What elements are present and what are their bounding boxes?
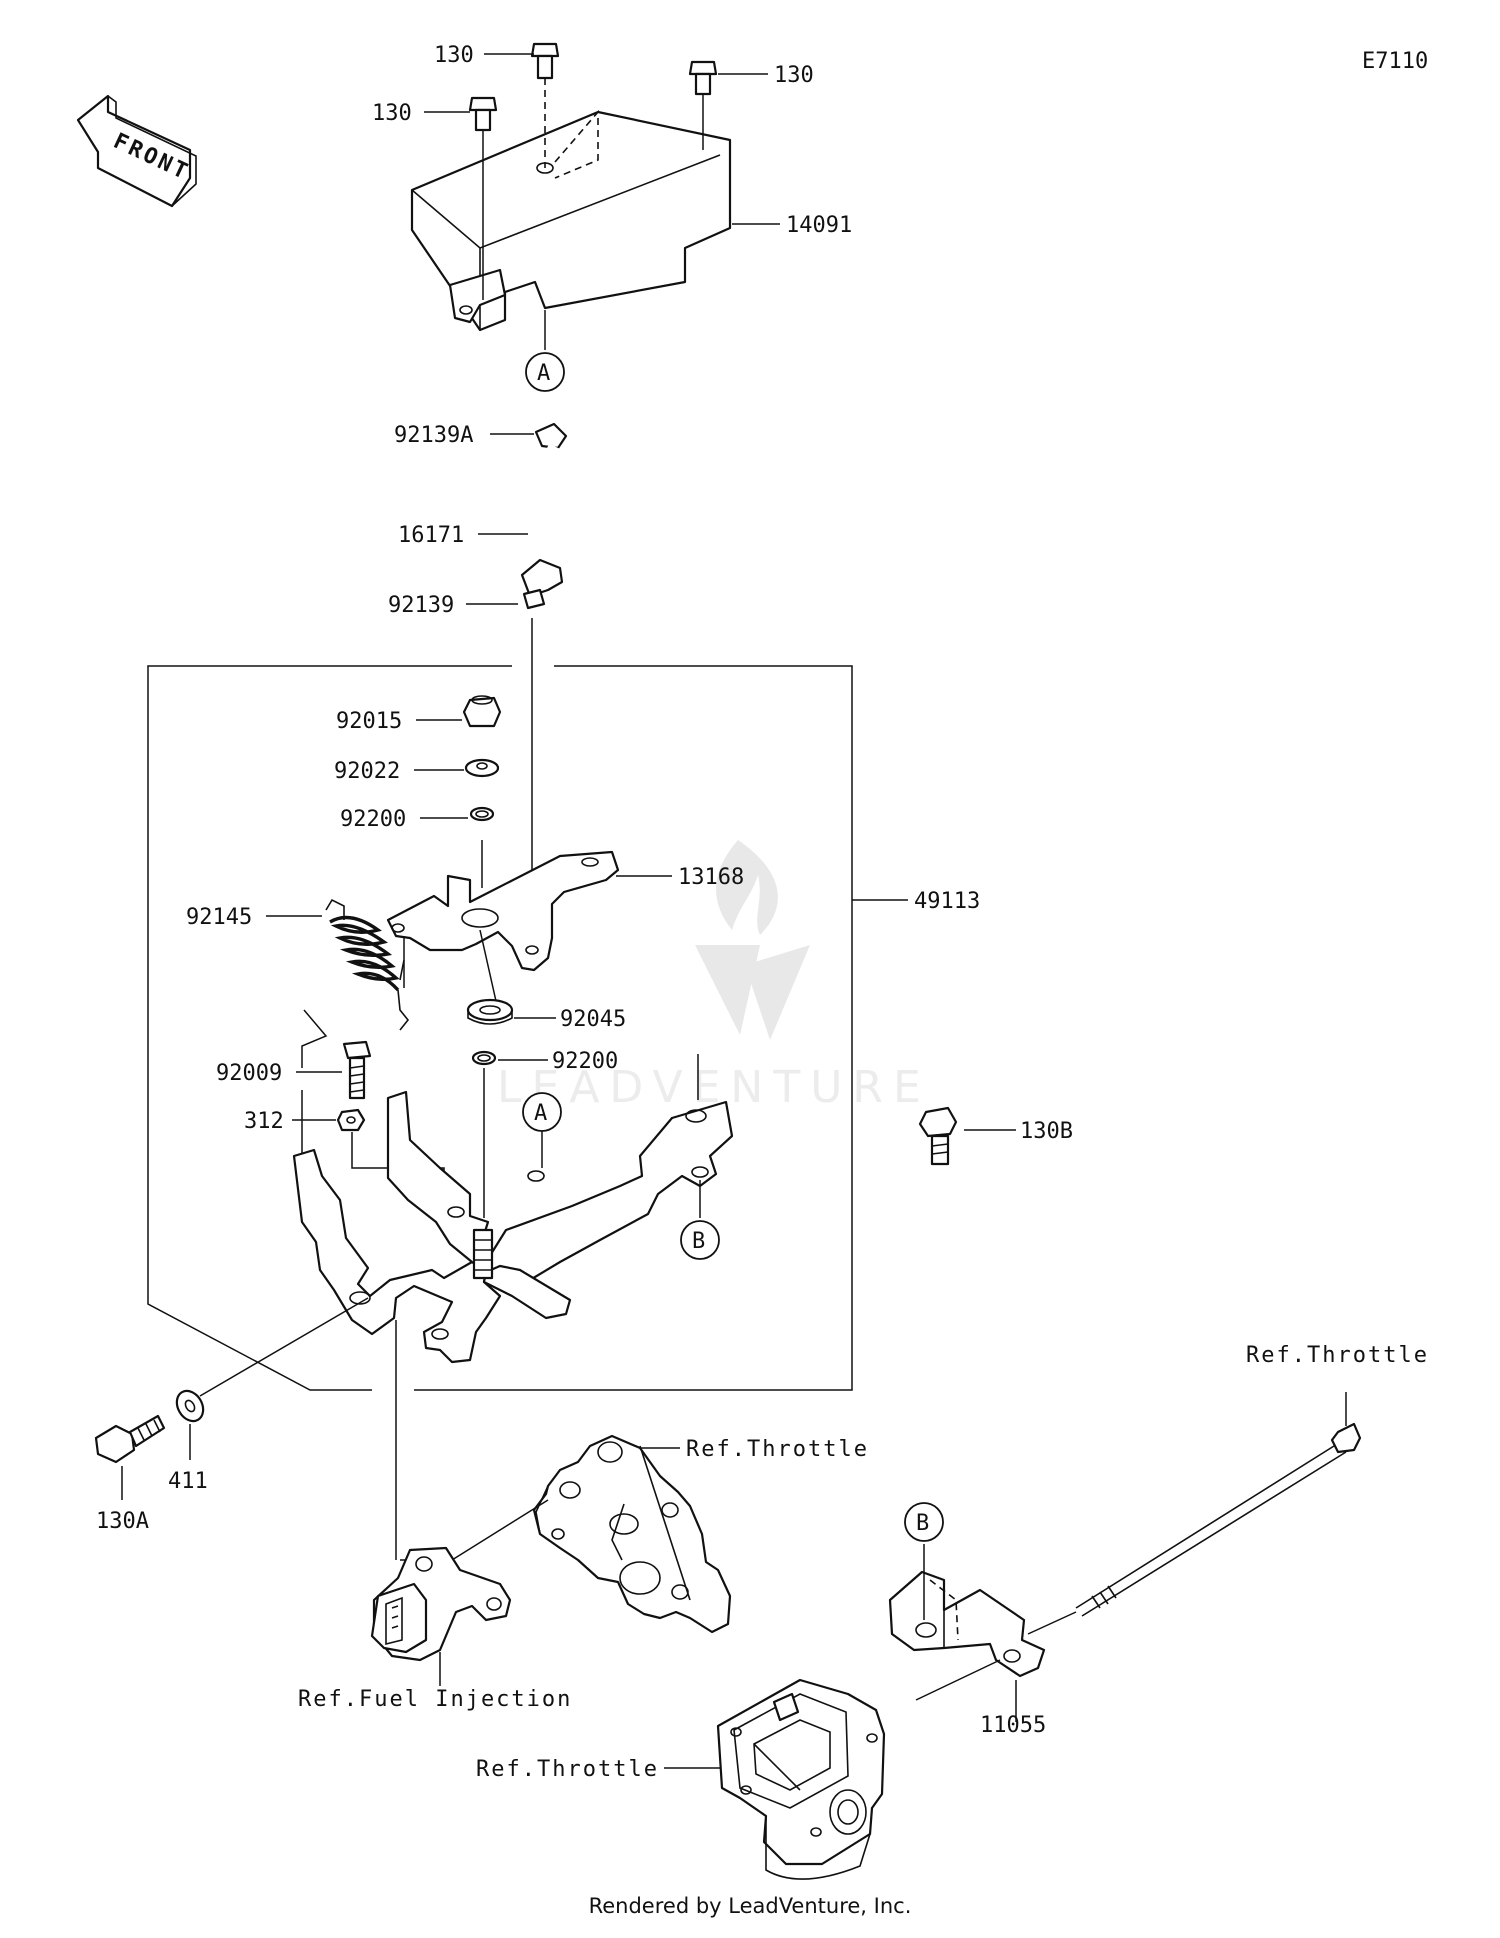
cover-14091 <box>410 109 732 332</box>
oring-92200-top <box>469 806 495 822</box>
label-130-right: 130 <box>774 63 814 88</box>
label-13168: 13168 <box>678 865 744 890</box>
bolt-92009 <box>342 1040 372 1100</box>
callout-b-mid <box>680 1220 720 1260</box>
label-312: 312 <box>244 1109 284 1134</box>
bolt-130A <box>94 1414 166 1464</box>
label-ref-throttle-lower: Ref.Throttle <box>476 1757 659 1782</box>
label-16171: 16171 <box>398 523 464 548</box>
label-92200-low: 92200 <box>552 1049 618 1074</box>
bolt-130-right <box>688 60 718 150</box>
bolt-130B <box>918 1106 958 1166</box>
clamp-92139 <box>520 558 564 610</box>
footer-credit: Rendered by LeadVenture, Inc. <box>588 1894 912 1918</box>
stud-bolt <box>1075 1422 1362 1617</box>
lower-throttle-housing <box>716 1678 886 1880</box>
label-92139A: 92139A <box>394 423 473 448</box>
label-130A: 130A <box>96 1509 149 1534</box>
callout-b-low-letter: B <box>916 1511 929 1536</box>
label-92015: 92015 <box>336 709 402 734</box>
label-92200-top: 92200 <box>340 807 406 832</box>
callout-b-mid-letter: B <box>692 1229 705 1254</box>
washer-92022 <box>464 758 500 778</box>
bushing-92045 <box>466 998 514 1025</box>
oring-92200-low <box>471 1050 497 1066</box>
dowel-pin <box>472 1228 494 1280</box>
bracket-11055 <box>888 1570 1046 1678</box>
callout-a-top-letter: A <box>537 361 550 386</box>
callout-a-mid-letter: A <box>534 1101 547 1126</box>
label-92009: 92009 <box>216 1061 282 1086</box>
throttle-body <box>532 1434 732 1634</box>
washer-411 <box>175 1389 205 1423</box>
main-bracket <box>292 1090 734 1364</box>
label-ref-throttle-right: Ref.Throttle <box>1246 1343 1429 1368</box>
label-92145: 92145 <box>186 905 252 930</box>
throttle-position-sensor <box>370 1546 512 1686</box>
callout-a-top <box>525 352 565 392</box>
watermark-text: LEADVENTURE <box>497 1062 931 1113</box>
label-130-left: 130 <box>372 101 412 126</box>
lever-13168 <box>386 850 620 972</box>
bolt-130-left <box>468 96 498 300</box>
label-130B: 130B <box>1020 1119 1073 1144</box>
label-14091: 14091 <box>786 213 852 238</box>
label-92022: 92022 <box>334 759 400 784</box>
label-130-top: 130 <box>434 43 474 68</box>
rod-16171 <box>531 443 665 545</box>
clamp-92139A <box>534 422 568 450</box>
nut-92015 <box>462 695 502 728</box>
bolt-130-top <box>530 42 560 174</box>
callout-b-low <box>904 1502 944 1542</box>
label-49113: 49113 <box>914 889 980 914</box>
label-411: 411 <box>168 1469 208 1494</box>
assembly-49113-boundary <box>147 665 853 1391</box>
label-ref-throttle-body: Ref.Throttle <box>686 1437 869 1462</box>
diagram-code: E7110 <box>1362 49 1428 74</box>
label-ref-fuel-injection: Ref.Fuel Injection <box>298 1687 572 1712</box>
watermark-logo <box>695 840 810 1040</box>
label-11055: 11055 <box>980 1713 1046 1738</box>
label-92045: 92045 <box>560 1007 626 1032</box>
label-92139: 92139 <box>388 593 454 618</box>
front-arrow-icon: FRONT <box>76 94 197 208</box>
nut-312 <box>336 1108 366 1132</box>
